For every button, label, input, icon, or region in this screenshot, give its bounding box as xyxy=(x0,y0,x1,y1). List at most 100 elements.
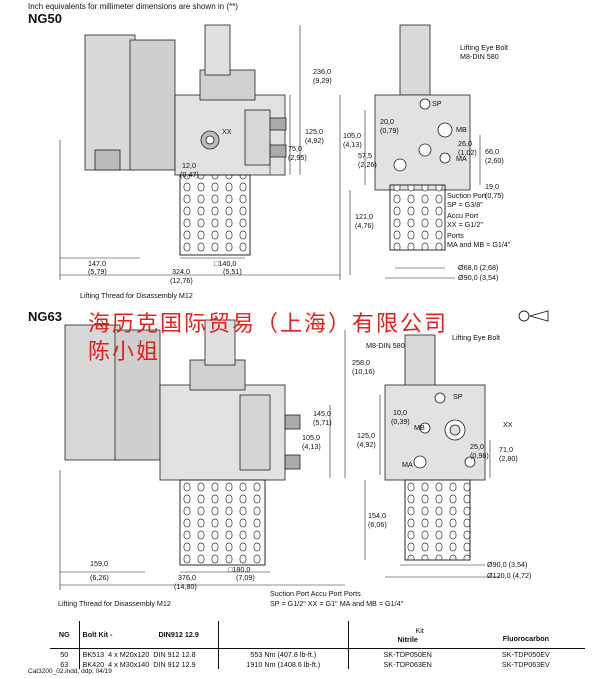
row-torque: 1910 Nm (1408.6 lb-ft.) xyxy=(218,659,349,669)
ng50-dim-125-in: (4,92) xyxy=(305,136,324,145)
ng50-dim-147: 147,0 xyxy=(88,259,106,268)
ng63-eye-bolt-1: Lifting Eye Bolt xyxy=(452,333,500,342)
ng63-xx-label: XX xyxy=(503,420,513,429)
ng50-dim-75-in: (2,95) xyxy=(288,153,307,162)
ng63-dim-258-in: (10,16) xyxy=(352,367,375,376)
row-kit: BK513 xyxy=(82,649,105,659)
ng50-eye-bolt-2: M8-DIN 580 xyxy=(460,52,499,61)
ng50-port-5: Ports xyxy=(447,231,464,240)
ng50-title: NG50 xyxy=(28,11,62,26)
ng63-dim-180-in: (7,09) xyxy=(236,573,255,582)
ng50-lifting-thread: Lifting Thread for Disassembly M12 xyxy=(80,291,193,300)
ng63-dim-159: 159,0 xyxy=(90,559,108,568)
ng50-dim-57: 57,5 xyxy=(358,151,372,160)
col-kit: Kit xyxy=(415,625,424,635)
ng63-dim-154-in: (6,06) xyxy=(368,520,387,529)
ng63-sp-label: SP xyxy=(453,392,463,401)
row-kit: BK420 xyxy=(82,659,105,669)
col-ng: NG xyxy=(50,621,80,649)
ng63-dim-125-in: (4,92) xyxy=(357,440,376,449)
row-ng: 63 xyxy=(60,659,69,669)
ng63-front-view xyxy=(384,334,486,561)
ng50-eye-bolt-1: Lifting Eye Bolt xyxy=(460,43,508,52)
ng63-dim-154: 154,0 xyxy=(368,511,386,520)
ng63-dim-145: 145,0 xyxy=(313,409,331,418)
ng63-dim-71: 71,0 xyxy=(499,445,513,454)
ng63-eye-bolt-2: M8-DIN 580 xyxy=(366,341,405,350)
ng50-port-6: MA and MB = G1/4" xyxy=(447,240,511,249)
ng50-dim-121: 121,0 xyxy=(355,212,373,221)
ng50-motor xyxy=(84,34,136,171)
ng50-dim-140-in: (5,51) xyxy=(223,267,242,276)
ng50-cartridge xyxy=(179,174,251,256)
row-ng: 50 xyxy=(60,649,69,659)
ng50-port-3: Accu Port xyxy=(447,211,479,220)
ng63-dia-90: Ø90,0 (3,54) xyxy=(487,560,528,569)
ng50-dim-19: 19,0 xyxy=(485,182,499,191)
ng50-dim-26: 26,0 xyxy=(458,139,472,148)
ng50-dim-19-in: (0,75) xyxy=(485,191,504,200)
ng63-dim-10: 10,0 xyxy=(393,408,407,417)
col-torque xyxy=(218,621,349,649)
ng63-dim-180: □180,0 xyxy=(228,565,251,574)
ng63-dim-71-in: (2,80) xyxy=(499,454,518,463)
row-din: DIN 912 12.8 xyxy=(153,649,196,659)
col-fluorocarbon: Fluorocarbon xyxy=(466,621,585,649)
row-nitrile: SK-TDP050EN xyxy=(347,648,467,659)
row-fluoro: SK-TDP050EV xyxy=(501,649,550,659)
row-bolts: 4 x M30x140 xyxy=(108,659,150,669)
ng63-dim-258: 258,0 xyxy=(352,358,370,367)
ng50-dia-90: Ø90,0 (3,54) xyxy=(458,273,499,282)
ng50-dim-57-in: (2,26) xyxy=(358,160,377,169)
row-din: DIN 912 12.9 xyxy=(153,659,196,669)
technical-drawing xyxy=(59,24,549,590)
tool-icon xyxy=(518,310,549,322)
ng50-port-2: SP = G3/8" xyxy=(447,200,483,209)
ng50-mb-label: MB xyxy=(456,125,467,134)
ng50-dim-236: 236,0 xyxy=(313,67,331,76)
ng50-dim-66-in: (2,60) xyxy=(485,156,504,165)
ng50-dim-26-in: (1,02) xyxy=(458,148,477,157)
ng50-dim-324-in: (12,76) xyxy=(170,276,193,285)
ng63-dim-105: 105,0 xyxy=(302,433,320,442)
table-row: 50 BK513 4 x M20x120 DIN 912 12.8 553 Nm… xyxy=(50,648,585,659)
ng50-dim-66: 66,0 xyxy=(485,147,499,156)
ng50-dim-105-in: (4,13) xyxy=(343,140,362,149)
ng63-ports-line2: SP = G1/2" XX = G1" MA and MB = G1/4" xyxy=(270,599,404,608)
ng63-motor xyxy=(64,324,121,461)
ng50-dim-20: 20,0 xyxy=(380,117,394,126)
ng50-dim-75: 75,0 xyxy=(288,144,302,153)
row-nitrile: SK-TDP063EN xyxy=(347,659,467,669)
ng63-dia-120: Ø120,0 (4,72) xyxy=(487,571,532,580)
col-nitrile: Nitrile xyxy=(397,634,418,644)
ng50-front-view xyxy=(374,24,471,251)
footer: Cat3200_02.indd, ddp, 04/19 xyxy=(28,668,112,675)
header-note: Inch equivalents for millimeter dimensio… xyxy=(28,2,238,11)
ng63-dim-376-in: (14,80) xyxy=(174,582,197,591)
ng63-cartridge xyxy=(179,479,266,566)
row-fluoro: SK-TDP063EV xyxy=(501,659,550,669)
table-header-row: NG Bolt Kit - DIN912 12.9 Kit Nitrile Fl… xyxy=(50,621,585,649)
table-row: 63 BK420 4 x M30x140 DIN 912 12.9 1910 N… xyxy=(50,659,585,669)
ng50-dim-125: 125,0 xyxy=(305,127,323,136)
ng63-title: NG63 xyxy=(28,309,62,324)
ng50-dim-105: 105,0 xyxy=(343,131,361,140)
ng50-dim-236-in: (9,29) xyxy=(313,76,332,85)
ng50-dim-12: 12,0 xyxy=(182,161,196,170)
ng50-port-4: XX = G1/2" xyxy=(447,220,483,229)
ng63-dim-125: 125,0 xyxy=(357,431,375,440)
ng63-dim-10-in: (0,39) xyxy=(391,417,410,426)
ng50-dim-324: 324,0 xyxy=(172,267,190,276)
watermark-company: 海历克国际贸易（上海）有限公司 xyxy=(88,312,449,337)
col-bolt-kit: Bolt Kit - xyxy=(82,630,113,639)
ng50-xx-label: XX xyxy=(222,127,232,136)
ng63-ma-label: MA xyxy=(402,460,413,469)
bolt-seal-kit-table: NG Bolt Kit - DIN912 12.9 Kit Nitrile Fl… xyxy=(50,621,585,669)
watermark-contact: 陈小姐 xyxy=(88,340,161,365)
ng63-dim-25-in: (0,98) xyxy=(470,451,489,460)
ng63-dim-105-in: (4,13) xyxy=(302,442,321,451)
ng63-dim-376: 376,0 xyxy=(178,573,196,582)
ng63-dim-159-in: (6,26) xyxy=(90,573,109,582)
ng63-ports-line1: Suction Port Accu Port Ports xyxy=(270,589,361,598)
ng63-lifting-thread: Lifting Thread for Disassembly M12 xyxy=(58,599,171,608)
